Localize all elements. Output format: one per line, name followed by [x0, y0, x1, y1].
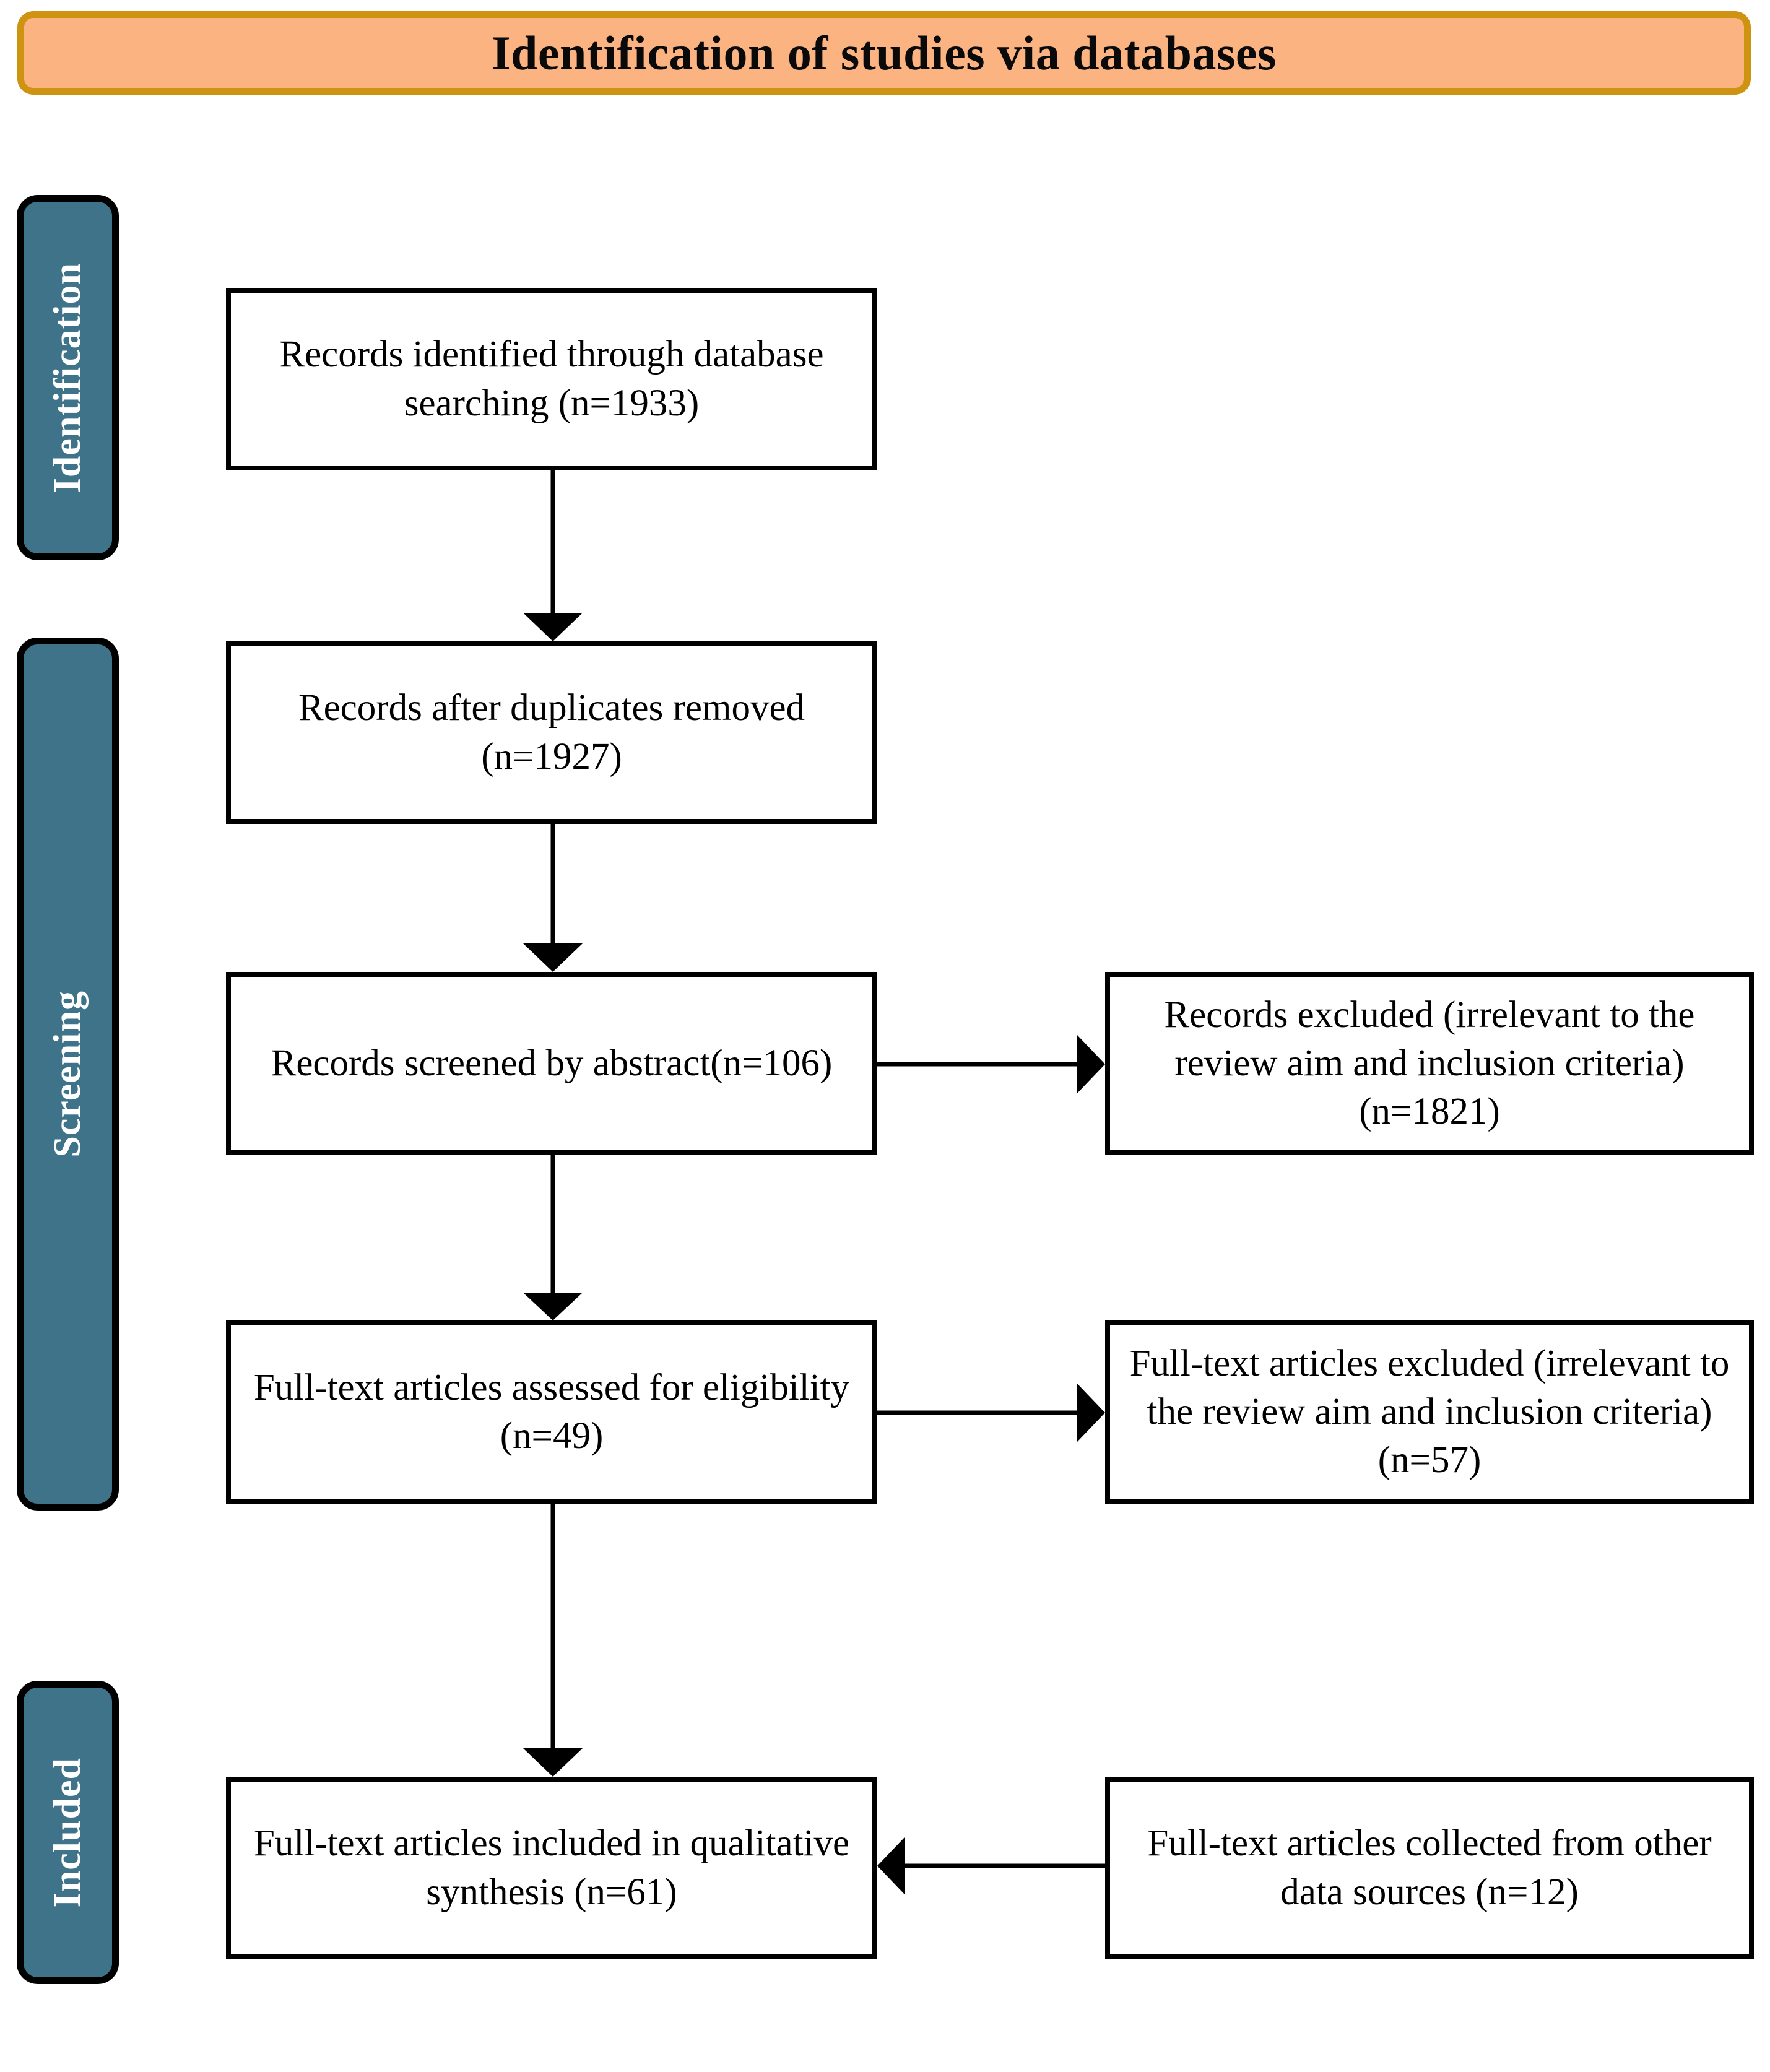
stage-label-identification: Identification — [17, 195, 119, 560]
arrow-identified-to-dedup — [523, 470, 583, 641]
stage-label-included: Included — [17, 1681, 119, 1984]
stage-label-screening: Screening — [17, 638, 119, 1511]
arrow-fulltext-to-included — [523, 1504, 583, 1777]
flow-box-records-after-duplicates: Records after duplicates removed (n=1927… — [226, 641, 877, 824]
flow-box-other-data-sources-text: Full-text articles collected from other … — [1147, 1823, 1712, 1913]
flow-box-fulltext-assessed-text: Full-text articles assessed for eligibil… — [253, 1366, 850, 1457]
flow-box-fulltext-excluded-text: Full-text articles excluded (irrelevant … — [1129, 1342, 1730, 1481]
page-title: Identification of studies via databases — [492, 25, 1277, 80]
arrow-screened-to-excluded-records — [877, 1035, 1105, 1093]
flow-box-fulltext-excluded: Full-text articles excluded (irrelevant … — [1105, 1320, 1754, 1504]
flow-box-fulltext-included-text: Full-text articles included in qualitati… — [253, 1823, 850, 1913]
flow-box-records-after-duplicates-text: Records after duplicates removed (n=1927… — [298, 687, 805, 778]
arrow-fulltext-to-excluded-fulltext — [877, 1384, 1105, 1442]
flow-box-records-identified-text: Records identified through database sear… — [279, 334, 824, 424]
flow-box-records-excluded-text: Records excluded (irrelevant to the revi… — [1164, 994, 1695, 1133]
flow-box-records-screened: Records screened by abstract(n=106) — [226, 972, 877, 1155]
flow-box-fulltext-included: Full-text articles included in qualitati… — [226, 1777, 877, 1959]
flow-box-records-screened-text: Records screened by abstract(n=106) — [271, 1042, 833, 1084]
flow-box-records-identified: Records identified through database sear… — [226, 288, 877, 470]
arrow-screened-to-fulltext — [523, 1155, 583, 1320]
stage-label-identification-text: Identification — [46, 262, 89, 493]
diagram-header-banner: Identification of studies via databases — [17, 11, 1751, 95]
stage-label-included-text: Included — [46, 1757, 89, 1908]
flow-box-records-excluded: Records excluded (irrelevant to the revi… — [1105, 972, 1754, 1155]
stage-label-screening-text: Screening — [46, 990, 89, 1158]
arrow-other-sources-to-included — [877, 1837, 1105, 1895]
flow-box-other-data-sources: Full-text articles collected from other … — [1105, 1777, 1754, 1959]
arrow-dedup-to-screened — [523, 824, 583, 972]
flow-box-fulltext-assessed: Full-text articles assessed for eligibil… — [226, 1320, 877, 1504]
